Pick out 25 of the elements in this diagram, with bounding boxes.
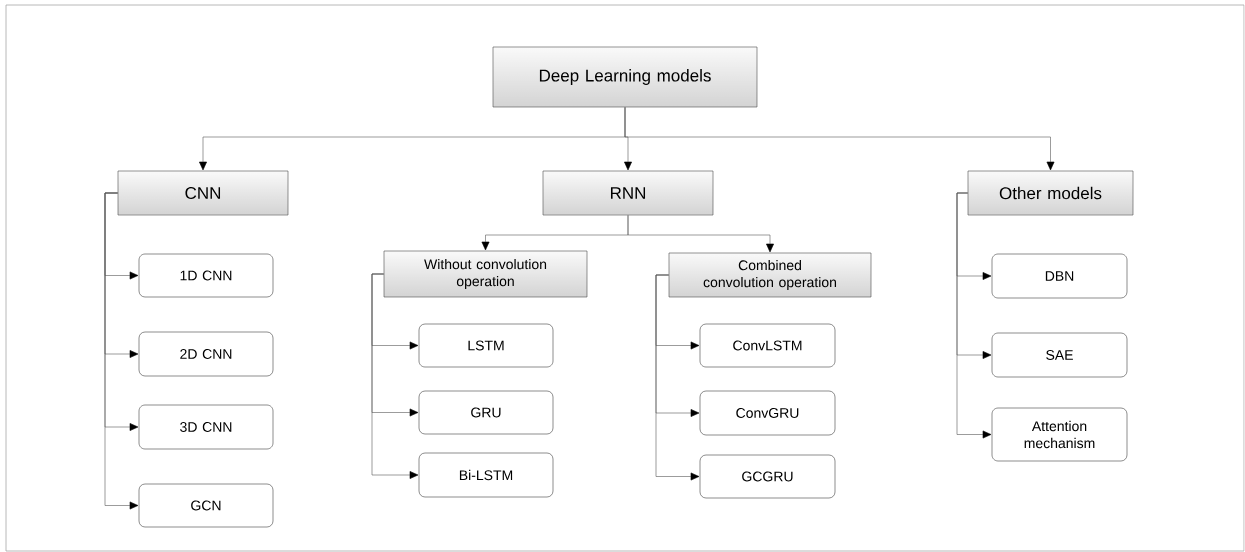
model-box: DBN	[991, 253, 1128, 299]
model-box: Attention mechanism	[991, 407, 1128, 462]
category-box: RNN	[542, 170, 714, 216]
connector-arrow	[627, 215, 774, 253]
connector-arrow	[655, 274, 700, 481]
category-box: Without convolution operation	[383, 250, 588, 298]
connector-arrow	[956, 192, 992, 439]
model-box: GCGRU	[699, 454, 836, 499]
model-box: 1D CNN	[138, 253, 274, 298]
model-box: SAE	[991, 332, 1128, 378]
model-box: LSTM	[418, 323, 554, 368]
connector-arrow	[371, 273, 419, 479]
model-box: GRU	[418, 390, 554, 435]
category-box: Deep Learning models	[492, 46, 758, 108]
model-box: 3D CNN	[138, 404, 274, 450]
category-box: CNN	[117, 170, 289, 216]
model-box: Bi-LSTM	[418, 452, 554, 498]
model-box: GCN	[138, 483, 274, 528]
category-box: Other models	[967, 170, 1134, 216]
model-box: ConvGRU	[699, 390, 836, 436]
model-box: 2D CNN	[138, 331, 274, 377]
category-box: Combined convolution operation	[668, 252, 872, 298]
connector-arrow	[104, 192, 139, 510]
connector-arrow	[624, 107, 1055, 171]
model-box: ConvLSTM	[699, 323, 836, 368]
